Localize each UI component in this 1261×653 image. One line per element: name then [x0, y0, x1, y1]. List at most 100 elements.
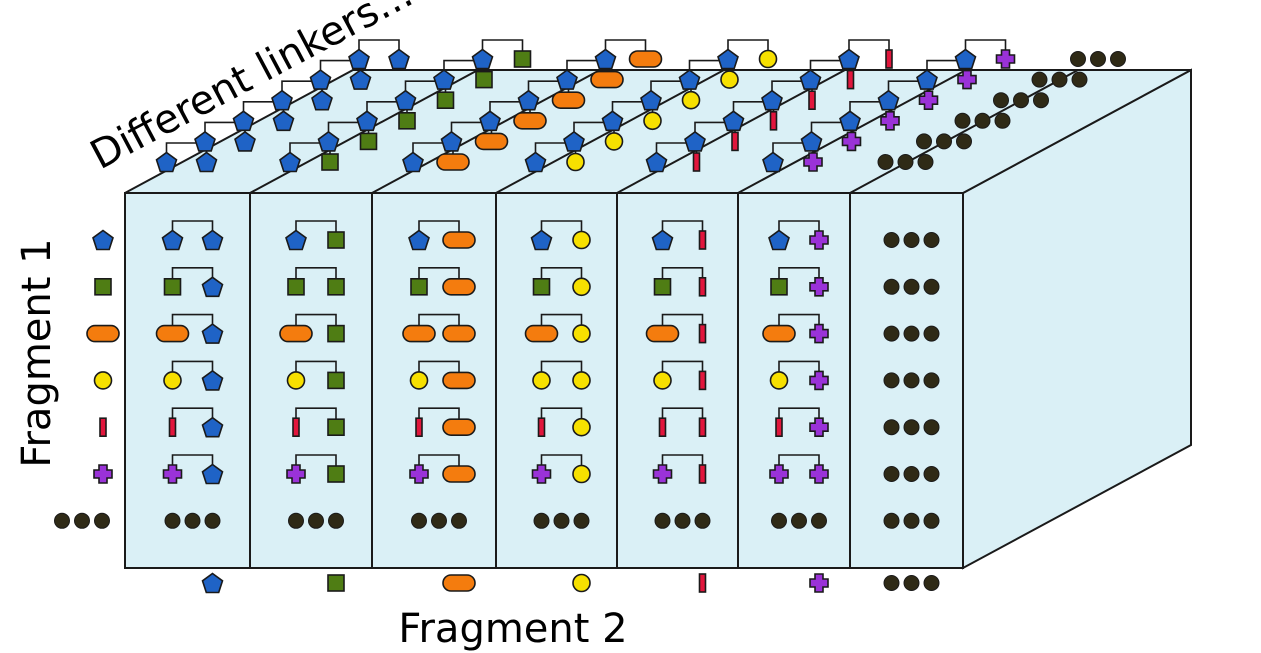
circle-icon [532, 371, 551, 390]
ellipsis-dot [533, 512, 550, 529]
pentagon-icon [479, 110, 501, 132]
ellipsis-dot [916, 133, 932, 150]
ellipsis-dot [993, 92, 1009, 109]
linker-bracket [418, 313, 460, 330]
ellipsis-dot [1013, 92, 1029, 109]
circle-icon [720, 70, 739, 89]
ellipsis-dot [54, 512, 70, 529]
fragment-pair [433, 59, 493, 90]
ellipsis-dot [956, 133, 972, 150]
pentagon-icon [433, 69, 455, 90]
linker-bracket [540, 407, 583, 424]
fragment-pair [163, 267, 224, 298]
fragment-pair [161, 220, 224, 251]
fragment-pair [288, 512, 344, 529]
ellipsis-icon [883, 512, 940, 529]
ellipsis-dot [553, 512, 570, 529]
plus-icon [769, 464, 789, 484]
ellipsis-dot [903, 512, 920, 529]
fragment-pair [645, 313, 707, 344]
ellipsis-dot [1071, 71, 1088, 88]
plus-icon [995, 49, 1016, 69]
fragment-pair [883, 419, 940, 436]
linker-bracket [778, 220, 820, 236]
linker-bracket [964, 39, 1007, 55]
fragment-pair [839, 101, 900, 132]
fragment-pair [285, 220, 345, 251]
circle-icon [572, 417, 591, 437]
pentagon-icon [594, 48, 617, 70]
bar-icon [808, 90, 816, 110]
square-icon [327, 371, 345, 390]
bar-icon [698, 573, 707, 593]
pentagon-icon [601, 110, 624, 132]
fragment-pair [164, 512, 221, 529]
linker-bracket [540, 267, 583, 283]
fragment-pair [652, 454, 707, 484]
bar-icon [698, 230, 707, 250]
square-icon [327, 231, 345, 249]
fragment-pair [402, 142, 470, 173]
bar-icon [415, 417, 423, 438]
ellipsis-dot [883, 466, 900, 482]
plus-icon [93, 464, 113, 484]
pentagon-icon [201, 369, 224, 391]
circle-icon [681, 90, 701, 110]
fragment-pair [771, 512, 827, 529]
pentagon-icon [524, 151, 547, 173]
fragment-pair [916, 59, 977, 90]
ellipsis-dot [903, 575, 920, 591]
pentagon-icon [651, 229, 674, 251]
pentagon-icon [271, 89, 293, 111]
pentagon-icon [161, 229, 184, 251]
capsule-icon [474, 132, 509, 151]
fragment-pair [232, 101, 295, 132]
bar-icon [698, 323, 707, 344]
pentagon-icon [201, 229, 224, 251]
ellipsis-dot [923, 575, 940, 591]
capsule-icon [436, 153, 470, 171]
ellipsis-icon [1031, 71, 1088, 88]
linker-bracket [418, 220, 460, 236]
square-icon [287, 277, 305, 296]
pentagon-icon [232, 110, 255, 132]
linker-bracket [418, 407, 460, 424]
pentagon-icon [155, 151, 178, 173]
square-icon [327, 465, 345, 483]
fragment-pair [517, 80, 586, 111]
square-icon [327, 418, 345, 437]
fragment-pair [163, 360, 224, 391]
ellipsis-dot [923, 325, 940, 342]
circle-icon [286, 371, 306, 390]
fragment-pair [883, 512, 940, 529]
ellipsis-icon [883, 232, 940, 248]
pentagon-icon [201, 463, 224, 485]
pentagon-icon [311, 89, 333, 111]
ellipsis-dot [204, 512, 221, 529]
fragment-pair [394, 80, 455, 111]
linker-bracket [778, 267, 820, 283]
square-icon [163, 277, 182, 296]
ellipsis-dot [936, 133, 952, 150]
fragment-pair [410, 267, 476, 296]
bar-icon [769, 111, 778, 131]
pentagon-icon [272, 110, 295, 132]
capsule-icon [442, 231, 476, 249]
fragment-pair [883, 325, 940, 342]
pentagon-icon [195, 151, 218, 173]
linker-bracket [418, 267, 460, 283]
linker-bracket [848, 39, 890, 55]
pentagon-icon [800, 130, 823, 152]
linker-bracket [358, 39, 400, 55]
fragment-pair [348, 39, 410, 70]
square-icon [513, 50, 532, 68]
square-icon [653, 277, 672, 296]
bar-icon [168, 417, 177, 438]
linker-bracket [661, 454, 704, 470]
capsule-icon [442, 277, 476, 296]
fragment-pair [800, 121, 862, 152]
linker-bracket [727, 39, 769, 55]
pentagon-icon [348, 48, 370, 70]
pentagon-icon [563, 130, 585, 152]
pentagon-icon [279, 151, 301, 173]
